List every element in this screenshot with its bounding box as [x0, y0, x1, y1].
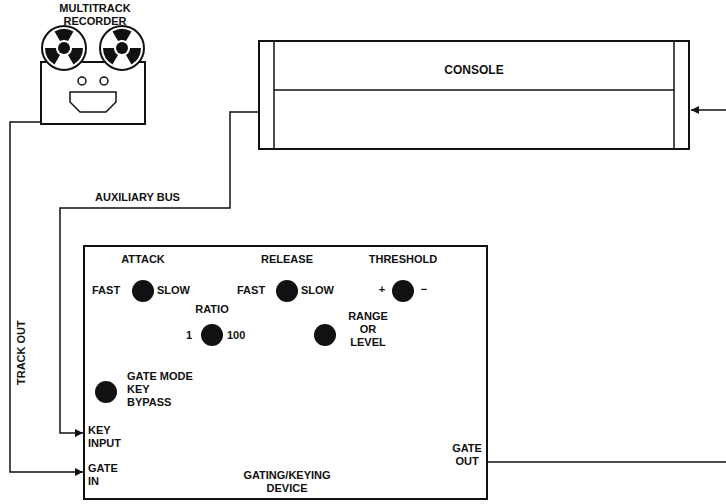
- signal-wire: [60, 112, 258, 433]
- control-name: ATTACK: [112, 253, 174, 266]
- jack-name: KEY INPUT: [88, 424, 132, 450]
- scale-mark: FAST: [92, 284, 128, 297]
- scale-mark: 1: [182, 329, 196, 342]
- tape-recorder: MULTITRACK RECORDER: [40, 2, 150, 126]
- signal-wire: [10, 122, 83, 472]
- control-name: RATIO: [186, 303, 238, 316]
- control-name: GATE MODE KEY BYPASS: [127, 370, 195, 410]
- console-panel-lines: [260, 42, 688, 148]
- jack-name: GATE IN: [88, 462, 126, 488]
- node-title: MULTITRACK RECORDER: [40, 2, 150, 28]
- wire-label: TRACK OUT: [15, 320, 28, 385]
- control-name: RANGE OR LEVEL: [343, 310, 393, 350]
- control-name: THRESHOLD: [358, 253, 448, 266]
- scale-mark: SLOW: [301, 284, 337, 297]
- scale-mark: +: [375, 283, 389, 296]
- console-input-arrow: [691, 109, 726, 111]
- scale-mark: −: [417, 283, 431, 296]
- wire-label: AUXILIARY BUS: [95, 191, 180, 204]
- node-title: CONSOLE: [260, 63, 688, 77]
- scale-mark: FAST: [237, 284, 273, 297]
- jack-name: GATE OUT: [448, 442, 486, 468]
- scale-mark: SLOW: [157, 284, 193, 297]
- node-title: GATING/KEYING DEVICE: [232, 469, 342, 495]
- scale-mark: 100: [227, 329, 257, 342]
- gate-out-wire: [488, 461, 726, 463]
- mixing-console: CONSOLE: [258, 40, 690, 150]
- control-name: RELEASE: [250, 253, 324, 266]
